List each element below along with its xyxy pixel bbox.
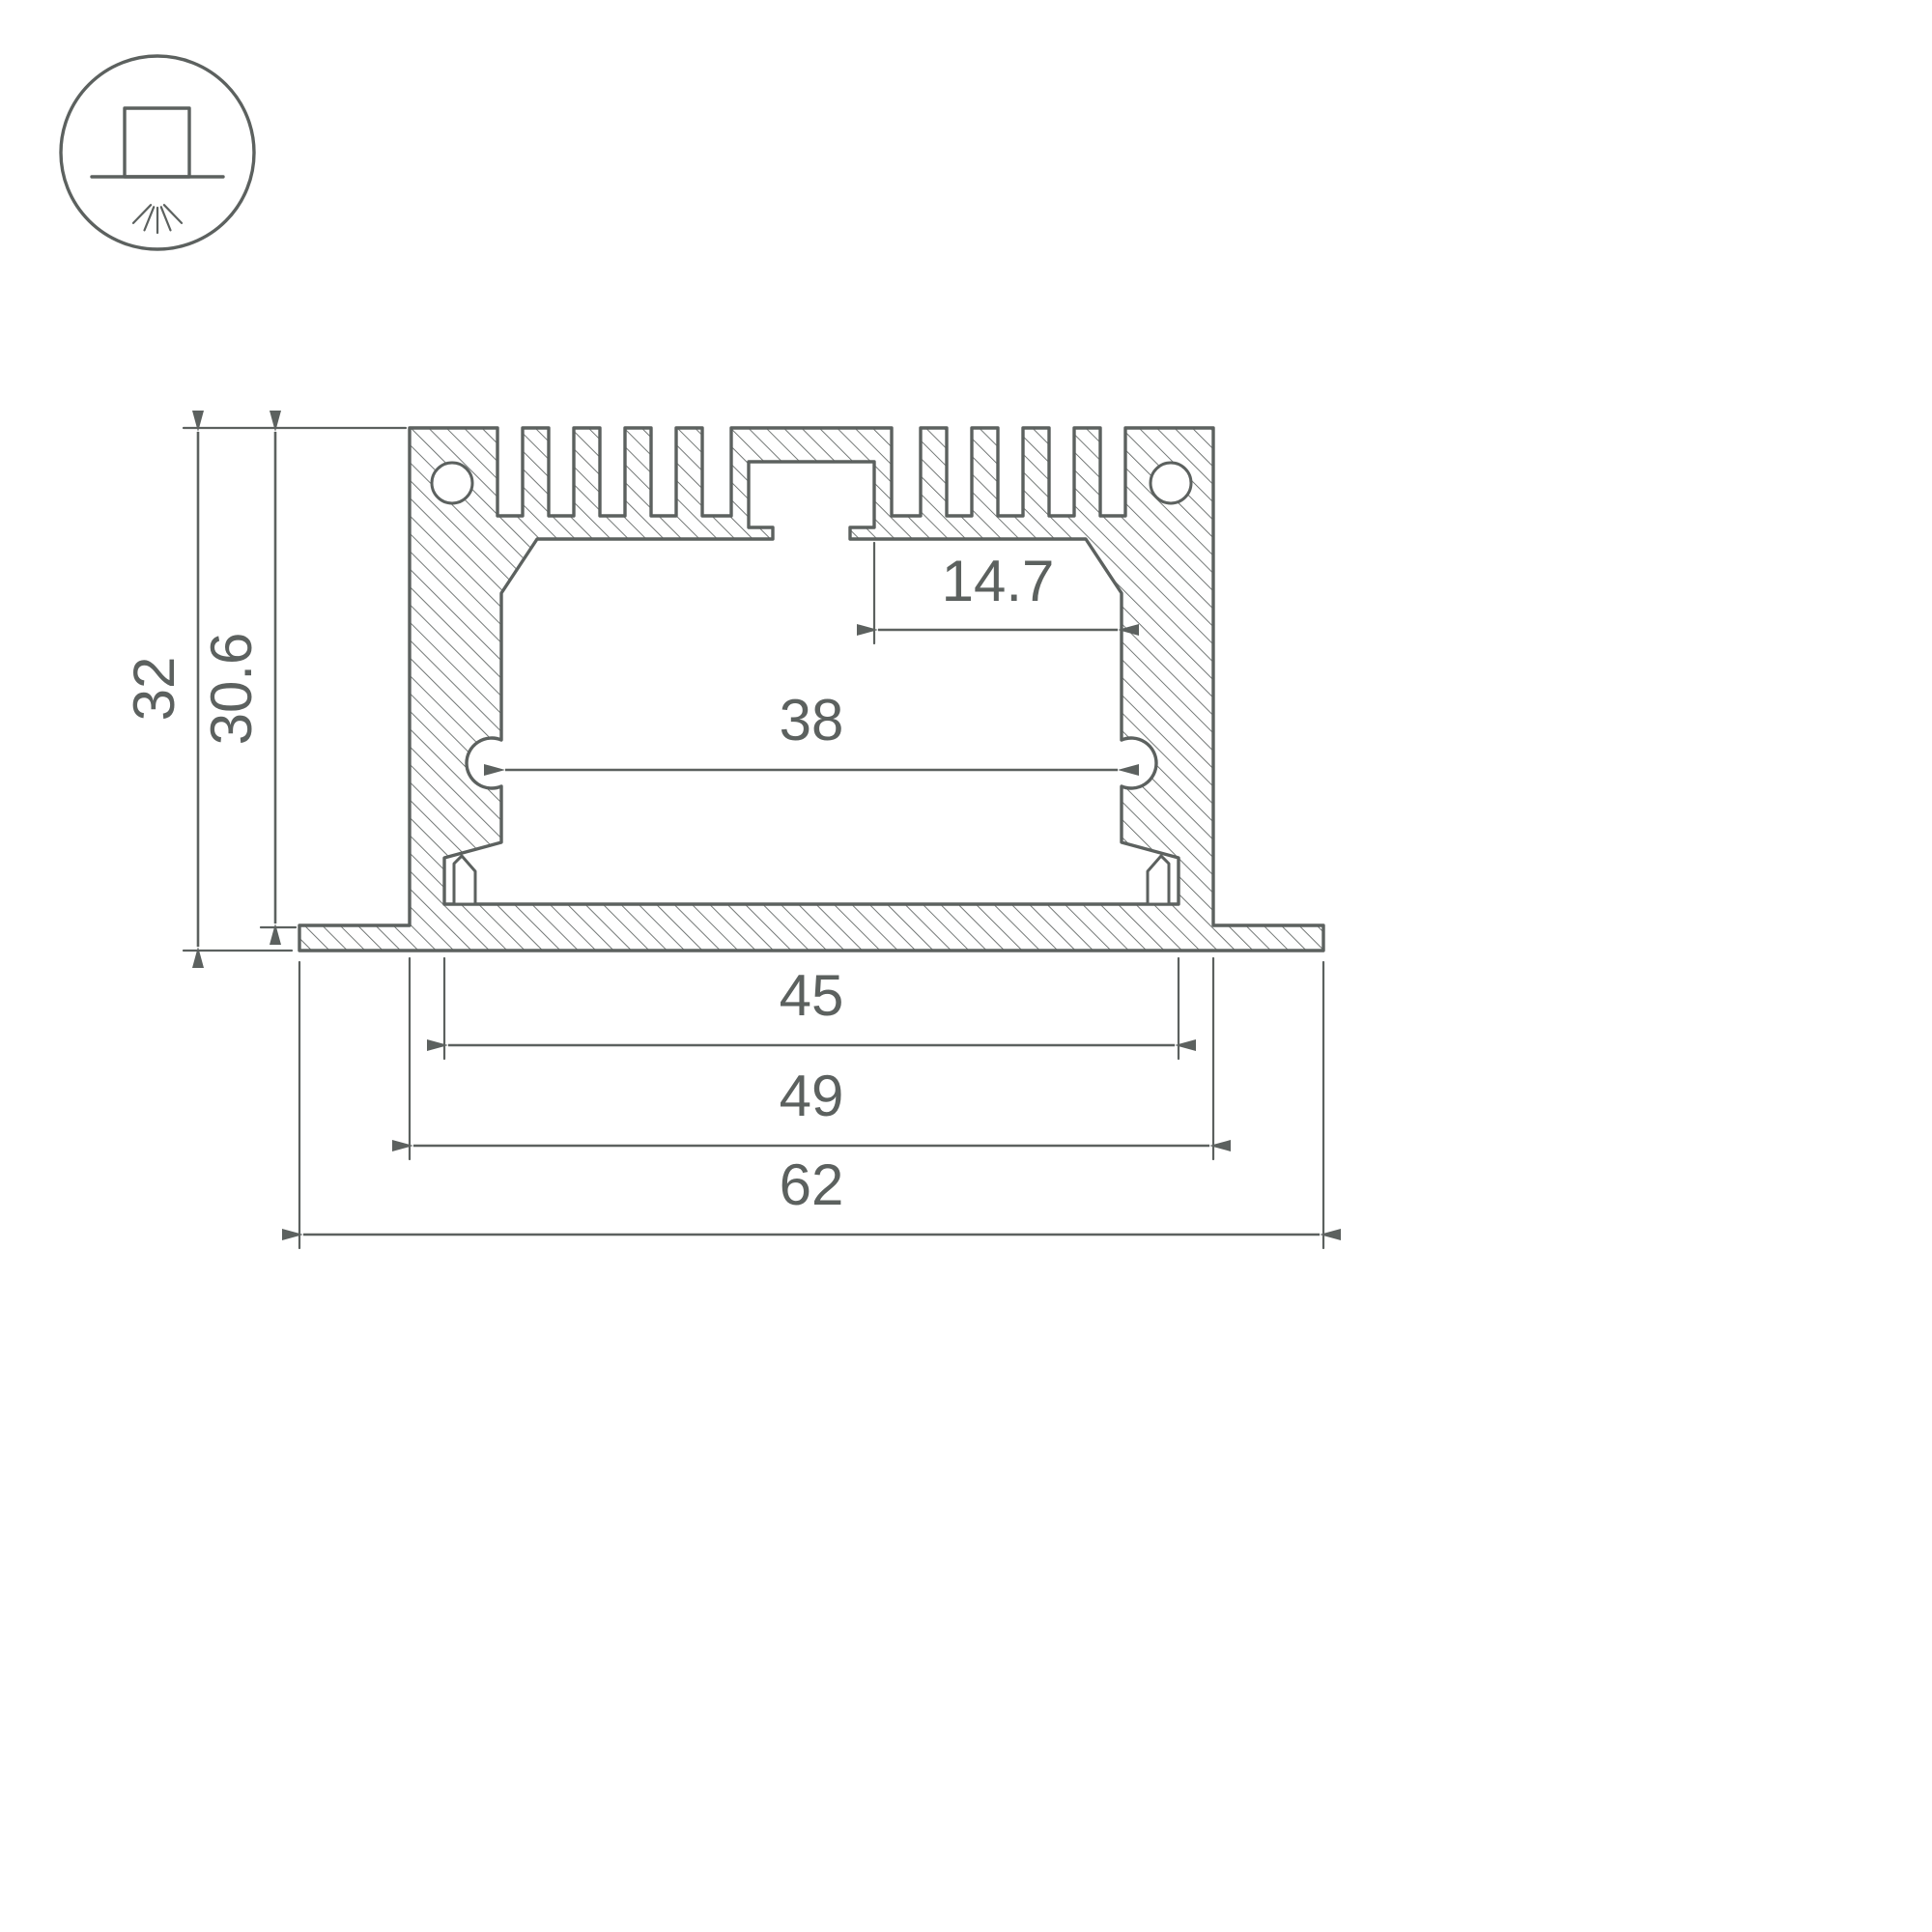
- dimension-overall-height: 32: [122, 411, 204, 968]
- dimension-overall-width: 62: [282, 1152, 1341, 1240]
- dimension-top-slot: 14.7: [857, 549, 1139, 636]
- screw-port-left: [430, 461, 474, 505]
- profile-cross-section: [298, 426, 1325, 952]
- icon-circle: [59, 54, 256, 251]
- dim-label-top-slot: 14.7: [942, 549, 1055, 613]
- profile-body: [298, 426, 1325, 952]
- dimension-inner-height: 30.6: [199, 411, 281, 945]
- dim-label-overall-width: 62: [780, 1152, 844, 1217]
- clip-hook-left: [452, 854, 477, 906]
- icon-light-rays: [131, 204, 184, 235]
- clip-hook-right: [1146, 854, 1171, 906]
- dim-label-inner-height: 30.6: [199, 633, 264, 746]
- dimension-cavity-width: 38: [484, 688, 1139, 776]
- recessed-downlight-icon: [59, 54, 256, 251]
- dim-label-cavity-width: 38: [780, 688, 844, 753]
- dimension-opening-width: 45: [427, 963, 1196, 1051]
- dim-label-opening-width: 45: [780, 963, 844, 1028]
- screw-port-right: [1149, 461, 1193, 505]
- dim-label-body-width: 49: [780, 1064, 844, 1128]
- dimension-body-width: 49: [392, 1064, 1231, 1151]
- dim-label-overall-height: 32: [122, 657, 186, 722]
- icon-fixture-square: [123, 106, 191, 179]
